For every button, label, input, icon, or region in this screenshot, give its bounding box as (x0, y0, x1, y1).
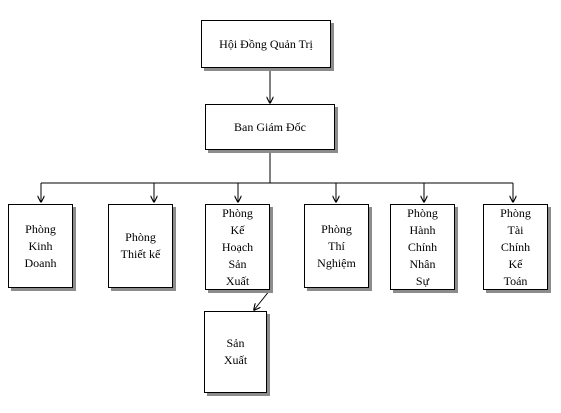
director-node: Ban Giám Đốc (205, 104, 335, 150)
board-node: Hội Đồng Quản Trị (201, 20, 331, 68)
design-department-node: Phòng Thiết kế (108, 204, 173, 288)
testing-department-node: Phòng Thí Nghiệm (304, 204, 369, 288)
edge-planning-production (254, 289, 271, 310)
finance-department-node: Phòng Tài Chính Kế Toán (483, 204, 548, 290)
business-department-node: Phòng Kinh Doanh (8, 204, 73, 288)
planning-department-node: Phòng Kế Hoạch Sản Xuất (205, 204, 270, 290)
admin-hr-department-node: Phòng Hành Chính Nhân Sự (390, 204, 455, 290)
production-node: Sản Xuất (204, 311, 267, 393)
